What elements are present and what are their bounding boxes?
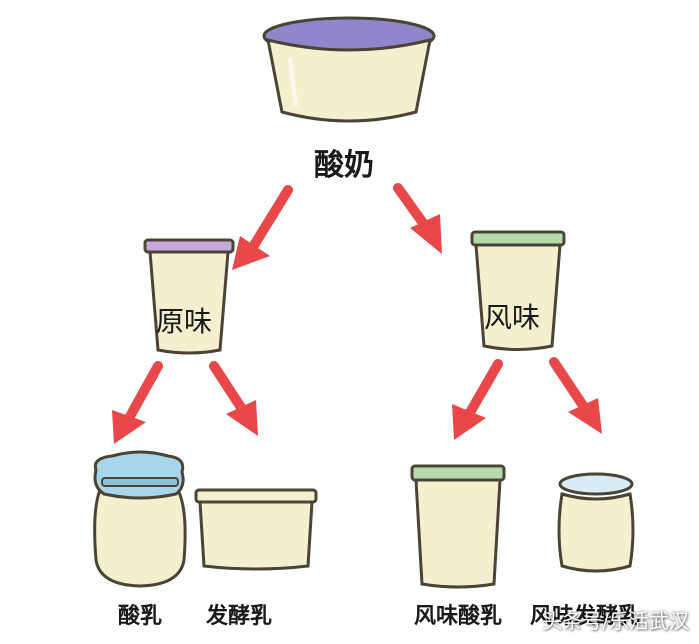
wide-tub-icon (194, 488, 318, 571)
plain-child-2-label: 发酵乳 (206, 604, 273, 629)
arrow-root-to-flavored (393, 183, 442, 254)
arrow-plain-to-left (112, 361, 163, 444)
flavored-yogurt-cup-icon (470, 230, 566, 351)
root-label: 酸奶 (314, 148, 374, 183)
arrow-plain-to-right (209, 361, 258, 436)
arrow-flavored-to-left (452, 359, 503, 440)
flavored-label: 风味 (484, 301, 541, 334)
tall-cup-icon (410, 464, 506, 589)
covered-jar-icon (93, 450, 187, 588)
plain-yogurt-cup-icon (143, 238, 235, 355)
arrow-root-to-plain (232, 185, 293, 270)
watermark: 头条号/乐活武汉 (542, 609, 689, 633)
root-yogurt-bowl-icon (262, 16, 436, 123)
small-pot-icon (557, 472, 635, 573)
flavored-child-2-label: 风味发酵乳 (530, 604, 641, 629)
plain-child-1-label: 酸乳 (118, 604, 163, 629)
plain-label: 原味 (156, 305, 213, 338)
arrow-flavored-to-right (549, 357, 602, 434)
flavored-child-1-label: 风味酸乳 (414, 604, 503, 629)
